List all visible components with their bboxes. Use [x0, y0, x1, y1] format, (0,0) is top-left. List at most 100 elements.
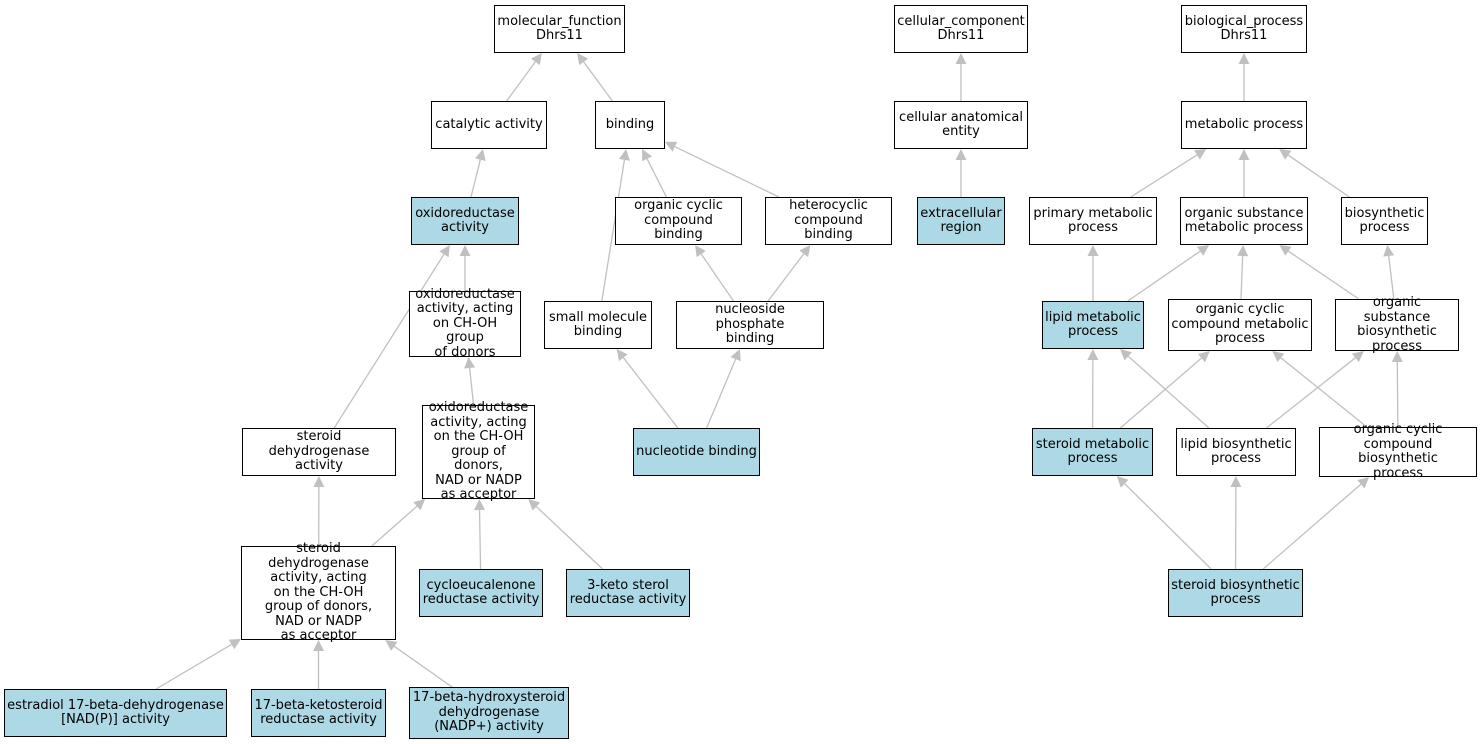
- node-molecular-function-root[interactable]: molecular_function Dhrs11: [494, 5, 625, 53]
- arrowhead-org_substance_metabolic: [1279, 245, 1292, 256]
- node-estradiol-17-beta-dehydrogenase[interactable]: estradiol 17-beta-dehydrogenase [NAD(P)]…: [4, 689, 227, 737]
- node-binding[interactable]: binding: [595, 101, 665, 149]
- arrowhead-oxido_choh_nad: [413, 499, 426, 511]
- edge-oxidoreductase-to-catalytic: [470, 159, 481, 198]
- edge-org_substance_biosynthetic-to-org_substance_metabolic: [1288, 250, 1360, 300]
- edge-heterocyclic_binding-to-binding: [674, 146, 780, 198]
- node-cycloeucalenone-reductase[interactable]: cycloeucalenone reductase activity: [419, 569, 543, 617]
- node-primary-metabolic-process[interactable]: primary metabolic process: [1029, 197, 1157, 245]
- arrowhead-nucleoside_phosphate: [730, 349, 741, 362]
- edge-steroid_dh_nad-to-oxido_choh_nad: [371, 505, 418, 547]
- edge-small_molecule-to-binding: [601, 159, 626, 302]
- edge-hydroxysteroid-to-steroid_dh_nad: [393, 645, 453, 688]
- node-metabolic-process[interactable]: metabolic process: [1181, 101, 1307, 149]
- node-3-keto-sterol-reductase[interactable]: 3-keto sterol reductase activity: [566, 569, 690, 617]
- edge-steroid_biosynthetic-to-steroid_metabolic: [1124, 483, 1212, 570]
- arrowhead-steroid_dehydrogenase: [313, 476, 325, 488]
- arrowhead-lipid_metabolic: [1087, 349, 1099, 361]
- arrowhead-metabolic: [1238, 149, 1250, 160]
- arrowhead-org_substance_metabolic: [1196, 245, 1210, 256]
- arrowhead-small_molecule: [616, 349, 628, 362]
- edge-org_cyclic_binding-to-binding: [646, 158, 667, 198]
- node-oxidoreductase-ch-oh-donors[interactable]: oxidoreductase activity, acting on CH-OH…: [409, 287, 521, 359]
- node-catalytic-activity[interactable]: catalytic activity: [431, 101, 547, 149]
- arrowhead-cellular_anatomical: [955, 149, 967, 160]
- node-lipid-metabolic-process[interactable]: lipid metabolic process: [1042, 301, 1144, 349]
- arrowhead-binding: [642, 149, 652, 162]
- edge-nucleotide_binding-to-small_molecule: [622, 357, 679, 429]
- arrowhead-biosynthetic: [1383, 245, 1395, 257]
- node-organic-substance-biosynthetic-process[interactable]: organic substance biosynthetic process: [1335, 295, 1459, 353]
- arrowhead-catalytic: [474, 149, 486, 162]
- node-steroid-dehydrogenase-nad-nadp[interactable]: steroid dehydrogenase activity, acting o…: [241, 542, 396, 643]
- edge-oxido_choh_nad-to-oxido_choh: [468, 367, 475, 406]
- edge-org_substance_biosynthetic-to-biosynthetic: [1388, 255, 1395, 300]
- arrowhead-steroid_dh_nad: [228, 638, 241, 650]
- edge-steroid_biosynthetic-to-org_cyclic_biosynthetic: [1262, 483, 1362, 570]
- node-cellular-anatomical-entity[interactable]: cellular anatomical entity: [894, 101, 1028, 149]
- edge-org_cyclic_biosynthetic-to-org_substance_biosynthetic: [1396, 361, 1399, 428]
- arrowhead-lipid_biosynthetic: [1230, 476, 1242, 488]
- edge-primary_metabolic-to-metabolic: [1130, 154, 1198, 198]
- edge-nucleoside_phosphate-to-heterocyclic_binding: [767, 253, 805, 302]
- edge-estradiol-to-steroid_dh_nad: [155, 643, 232, 690]
- arrowhead-org_cyclic_metabolic: [1197, 351, 1210, 363]
- arrowhead-steroid_metabolic: [1116, 476, 1129, 488]
- edge-catalytic-to-mf_root: [506, 61, 536, 102]
- node-biosynthetic-process[interactable]: biosynthetic process: [1341, 197, 1428, 245]
- arrowhead-primary_metabolic: [1087, 245, 1099, 256]
- arrowhead-mf_root: [530, 53, 542, 66]
- node-steroid-biosynthetic-process[interactable]: steroid biosynthetic process: [1168, 569, 1303, 617]
- edge-lipid_metabolic-to-org_substance_metabolic: [1127, 250, 1201, 302]
- arrowhead-metabolic: [1194, 149, 1207, 160]
- edge-nucleoside_phosphate-to-org_cyclic_binding: [700, 253, 735, 302]
- arrowhead-org_cyclic_biosynthetic: [1357, 477, 1370, 489]
- arrowhead-org_substance_metabolic: [1237, 245, 1249, 257]
- arrowhead-oxido_choh_nad: [474, 499, 486, 511]
- node-17-beta-hydroxysteroid-dehydrogenase[interactable]: 17-beta-hydroxysteroid dehydrogenase (NA…: [409, 687, 569, 739]
- arrowhead-oxido_choh_nad: [528, 499, 541, 511]
- arrowhead-bp_root: [1238, 53, 1250, 64]
- node-steroid-dehydrogenase-activity[interactable]: steroid dehydrogenase activity: [242, 428, 396, 476]
- edge-keto_sterol-to-oxido_choh_nad: [535, 506, 603, 570]
- node-small-molecule-binding[interactable]: small molecule binding: [544, 301, 652, 349]
- node-organic-cyclic-compound-binding[interactable]: organic cyclic compound binding: [615, 197, 742, 245]
- node-heterocyclic-compound-binding[interactable]: heterocyclic compound binding: [765, 197, 892, 245]
- arrowhead-lipid_metabolic: [1120, 349, 1132, 361]
- node-organic-substance-metabolic-process[interactable]: organic substance metabolic process: [1180, 197, 1308, 245]
- node-biological-process-root[interactable]: biological_process Dhrs11: [1181, 5, 1307, 53]
- arrowhead-mf_root: [577, 53, 589, 66]
- arrowhead-org_cyclic_binding: [695, 245, 706, 258]
- node-nucleotide-binding[interactable]: nucleotide binding: [633, 428, 760, 476]
- arrowhead-steroid_dh_nad: [385, 640, 398, 651]
- node-organic-cyclic-compound-biosynthetic-process[interactable]: organic cyclic compound biosynthetic pro…: [1319, 422, 1477, 480]
- edge-binding-to-mf_root: [583, 61, 613, 102]
- arrowhead-heterocyclic_binding: [799, 245, 811, 258]
- arrowhead-steroid_dh_nad: [313, 640, 324, 651]
- arrowhead-metabolic: [1279, 149, 1292, 160]
- edge-org_cyclic_biosynthetic-to-org_cyclic_metabolic: [1280, 357, 1368, 428]
- arrowhead-oxido_choh: [464, 357, 476, 369]
- edge-steroid_dehydrogenase-to-oxidoreductase: [333, 253, 445, 429]
- node-oxidoreductase-ch-oh-nad-nadp[interactable]: oxidoreductase activity, acting on the C…: [422, 401, 535, 502]
- node-lipid-biosynthetic-process[interactable]: lipid biosynthetic process: [1176, 428, 1296, 476]
- edge-lipid_biosynthetic-to-lipid_metabolic: [1127, 355, 1210, 429]
- arrowhead-cc_root: [955, 53, 967, 64]
- node-cellular-component-root[interactable]: cellular_component Dhrs11: [894, 5, 1028, 53]
- edge-nucleotide_binding-to-nucleoside_phosphate: [706, 358, 737, 429]
- node-oxidoreductase-activity[interactable]: oxidoreductase activity: [411, 197, 519, 245]
- arrowhead-org_substance_biosynthetic: [1351, 351, 1365, 363]
- edge-cycloeucalenone-to-oxido_choh_nad: [478, 509, 482, 570]
- arrowhead-oxidoreductase: [459, 245, 471, 256]
- arrowhead-binding: [665, 141, 678, 152]
- node-17-beta-ketosteroid-reductase[interactable]: 17-beta-ketosteroid reductase activity: [251, 689, 386, 737]
- arrowhead-org_substance_biosynthetic: [1391, 351, 1403, 363]
- node-extracellular-region[interactable]: extracellular region: [917, 197, 1005, 245]
- node-nucleoside-phosphate-binding[interactable]: nucleoside phosphate binding: [676, 301, 824, 349]
- edge-steroid_metabolic-to-org_cyclic_metabolic: [1119, 357, 1202, 429]
- node-organic-cyclic-compound-metabolic-process[interactable]: organic cyclic compound metabolic proces…: [1168, 299, 1312, 351]
- node-steroid-metabolic-process[interactable]: steroid metabolic process: [1032, 428, 1153, 476]
- edge-org_cyclic_metabolic-to-org_substance_metabolic: [1240, 255, 1244, 300]
- arrowhead-oxidoreductase: [439, 245, 450, 258]
